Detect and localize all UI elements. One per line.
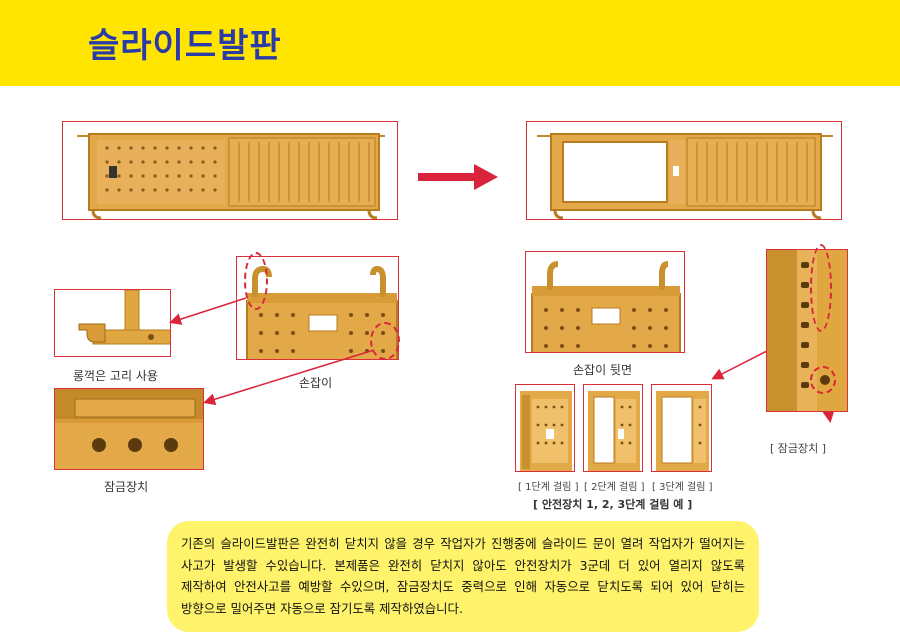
vertical-lock-highlight-circle [810,366,836,394]
page-title: 슬라이드발판 [88,26,282,66]
lock-label: 잠금장치 [104,480,149,494]
handle-back-label: 손잡이 뒷면 [573,363,633,377]
handle-label: 손잡이 [299,376,333,390]
photo-step-3 [651,384,712,472]
hook-label: 롱꺽은 고리 사용 [73,369,158,383]
hook-highlight-ellipse [244,252,268,310]
step-2-label: [ 2단계 걸림 ] [584,482,645,493]
arrow-right-icon [418,164,498,190]
step-1-label: [ 1단계 걸림 ] [518,482,579,493]
photo-handle-back [525,251,685,353]
photo-lock-vertical [766,249,848,412]
photo-lock-detail [54,388,204,470]
steps-caption: [ 안전장치 1, 2, 3단계 걸림 예 ] [533,498,693,511]
photo-step-1 [515,384,575,472]
photo-hook-detail [54,289,171,357]
description-text: 기존의 슬라이드발판은 완전히 닫치지 않을 경우 작업자가 진행중에 슬라이드… [181,536,745,616]
vertical-lock-highlight-ellipse [810,244,832,332]
header-banner: 슬라이드발판 [0,0,900,86]
photo-closed-plank [62,121,398,220]
step-3-label: [ 3단계 걸림 ] [652,482,713,493]
photo-open-plank [526,121,842,220]
description-box: 기존의 슬라이드발판은 완전히 닫치지 않을 경우 작업자가 진행중에 슬라이드… [167,521,759,632]
lock-bracket-label: [ 잠금장치 ] [770,442,827,455]
photo-step-2 [583,384,643,472]
lock-highlight-ellipse [370,322,400,360]
